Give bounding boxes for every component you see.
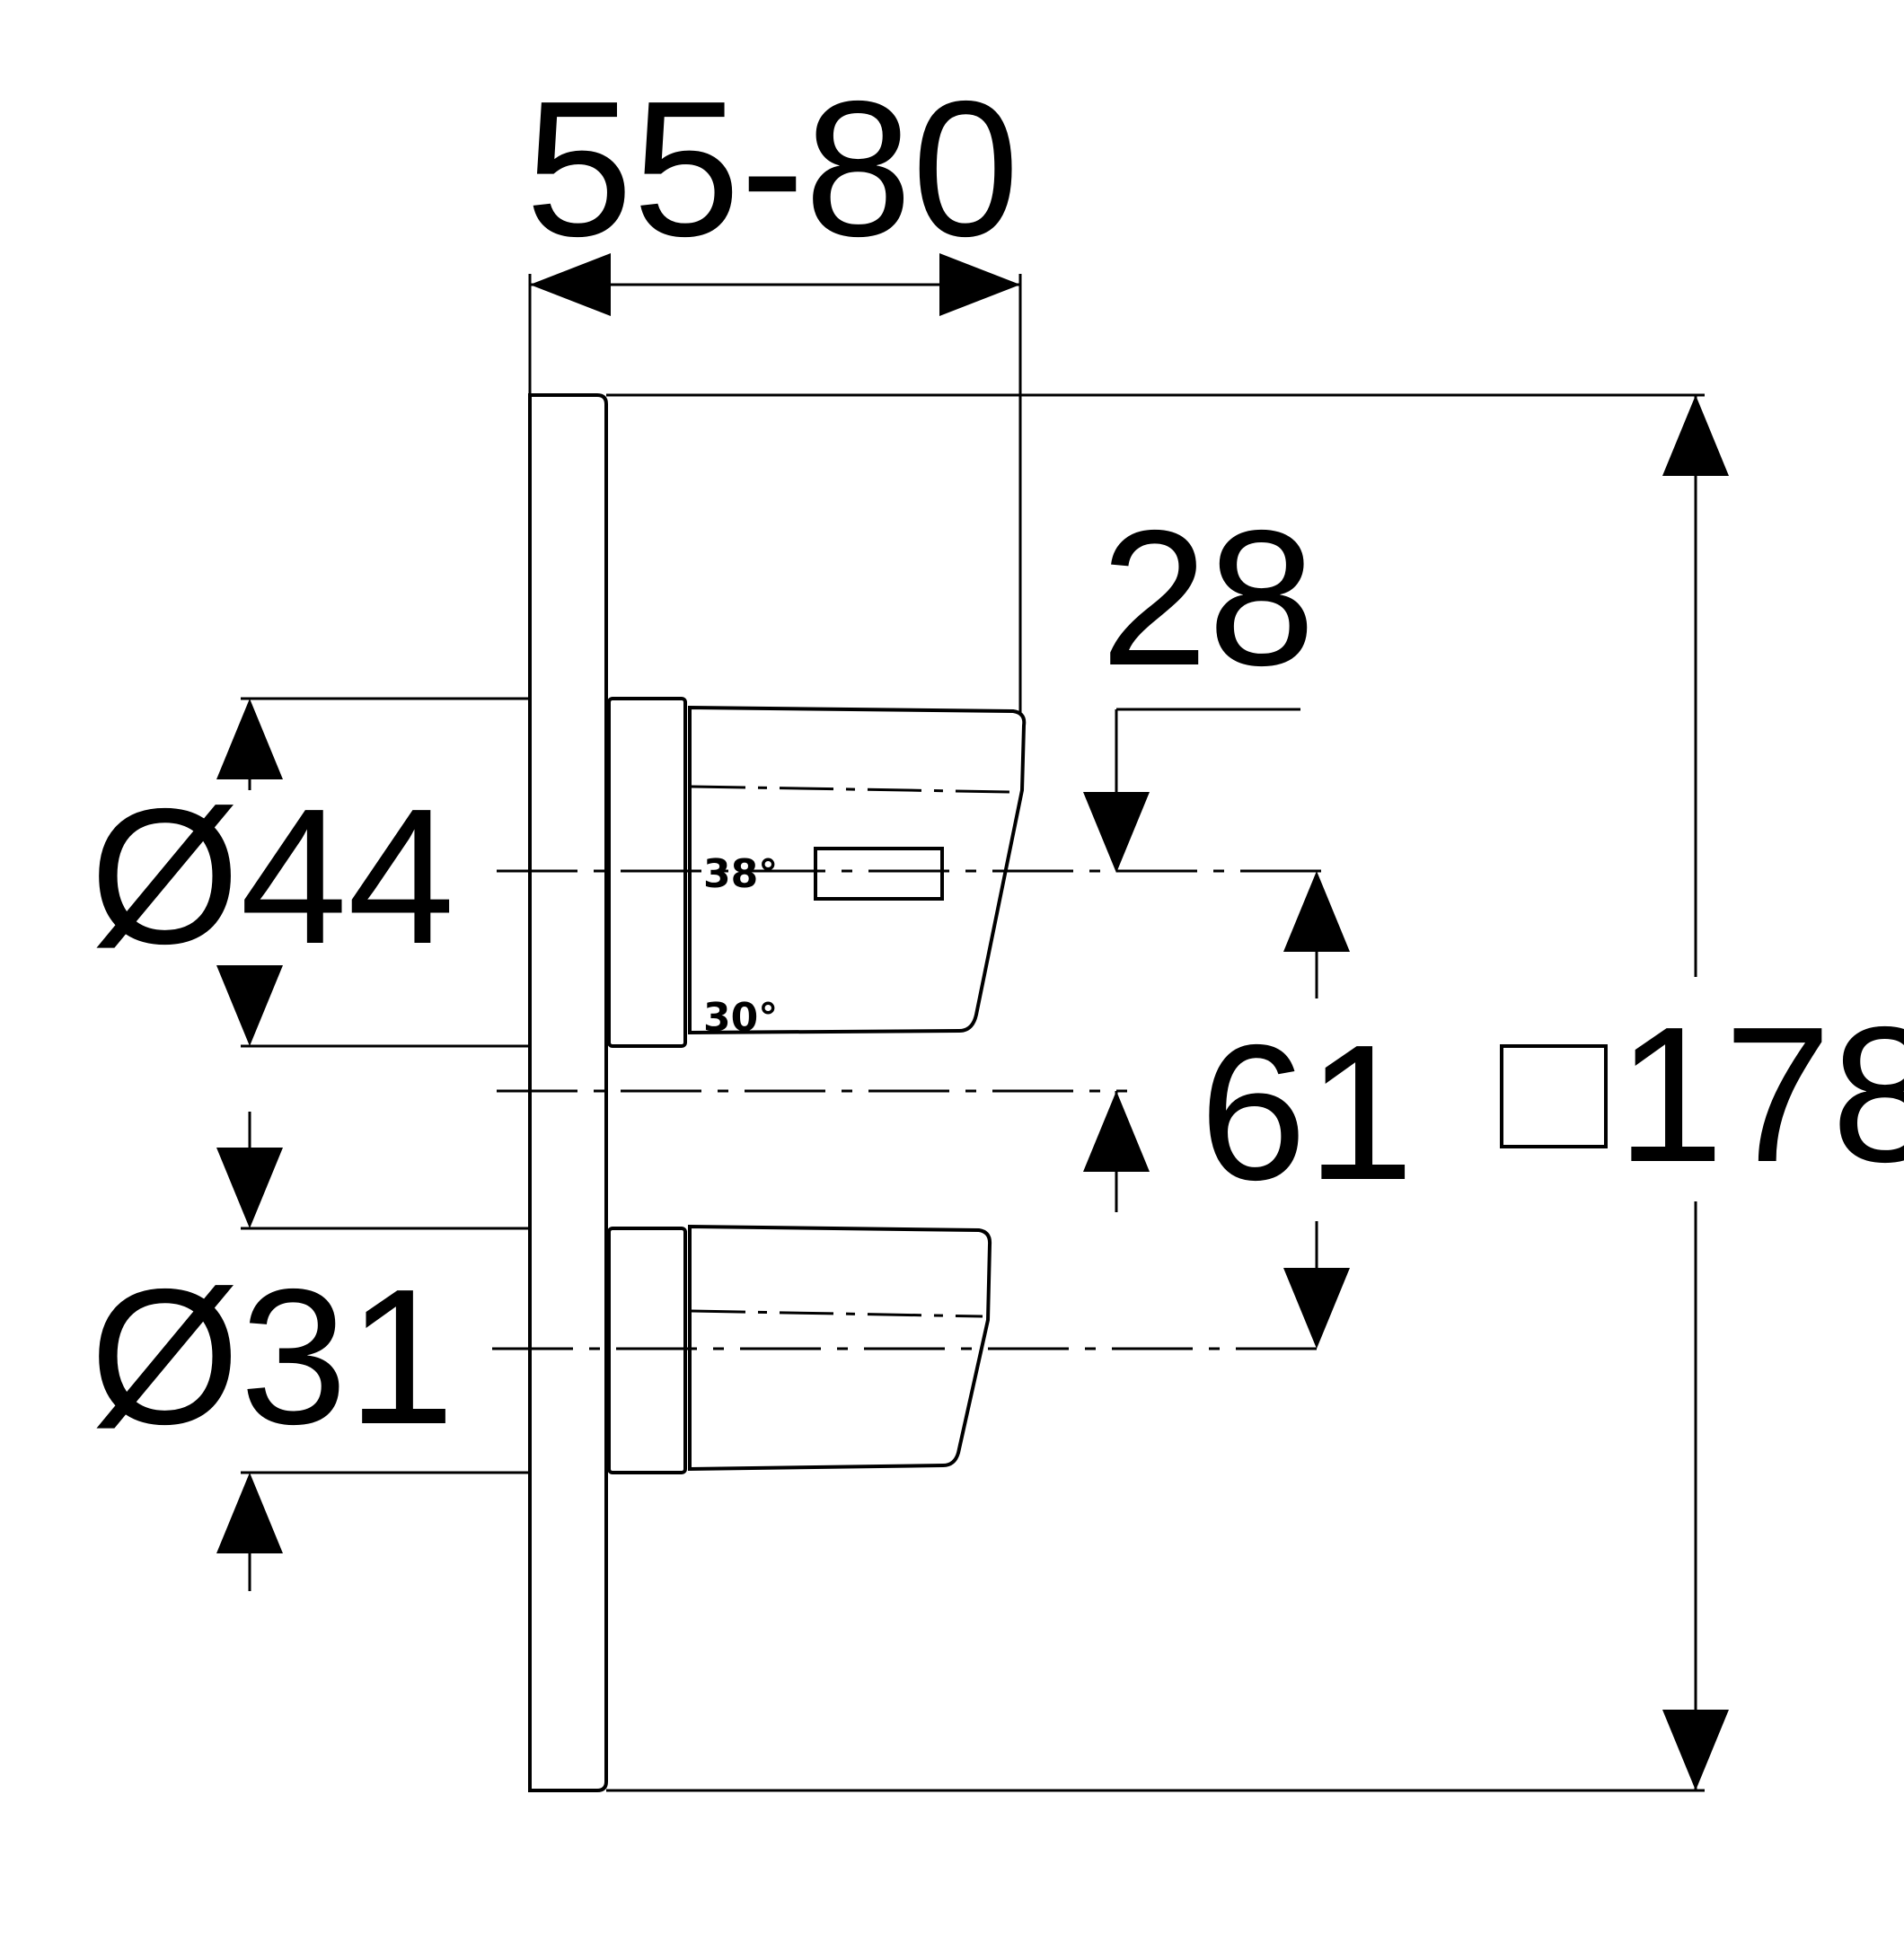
temperature-window	[814, 847, 944, 901]
plate-size-value: 178	[1617, 986, 1904, 1202]
square-symbol	[1500, 1044, 1608, 1148]
axis-spacing-dimension: 61	[1083, 871, 1415, 1349]
plate-size-dimension: 178	[606, 393, 1904, 1792]
offset-dimension: 28	[1083, 489, 1316, 873]
lower-knob-marking: 30°	[703, 995, 778, 1041]
center-axes	[492, 869, 1325, 1350]
lower-diameter-dimension: Ø31	[90, 1112, 530, 1591]
axis-spacing-value: 61	[1199, 1004, 1414, 1220]
offset-value: 28	[1100, 489, 1315, 706]
upper-knob: 38° 30°	[607, 697, 1027, 1048]
upper-diameter-value: Ø44	[90, 768, 454, 984]
upper-knob-marking: 38°	[703, 851, 778, 897]
depth-dimension: 55-80	[525, 60, 1022, 714]
lower-knob	[607, 1224, 992, 1474]
lower-diameter-value: Ø31	[90, 1248, 454, 1465]
depth-value: 55-80	[525, 60, 1019, 277]
upper-diameter-dimension: Ø44	[90, 697, 530, 1048]
cover-plate	[528, 393, 608, 1792]
